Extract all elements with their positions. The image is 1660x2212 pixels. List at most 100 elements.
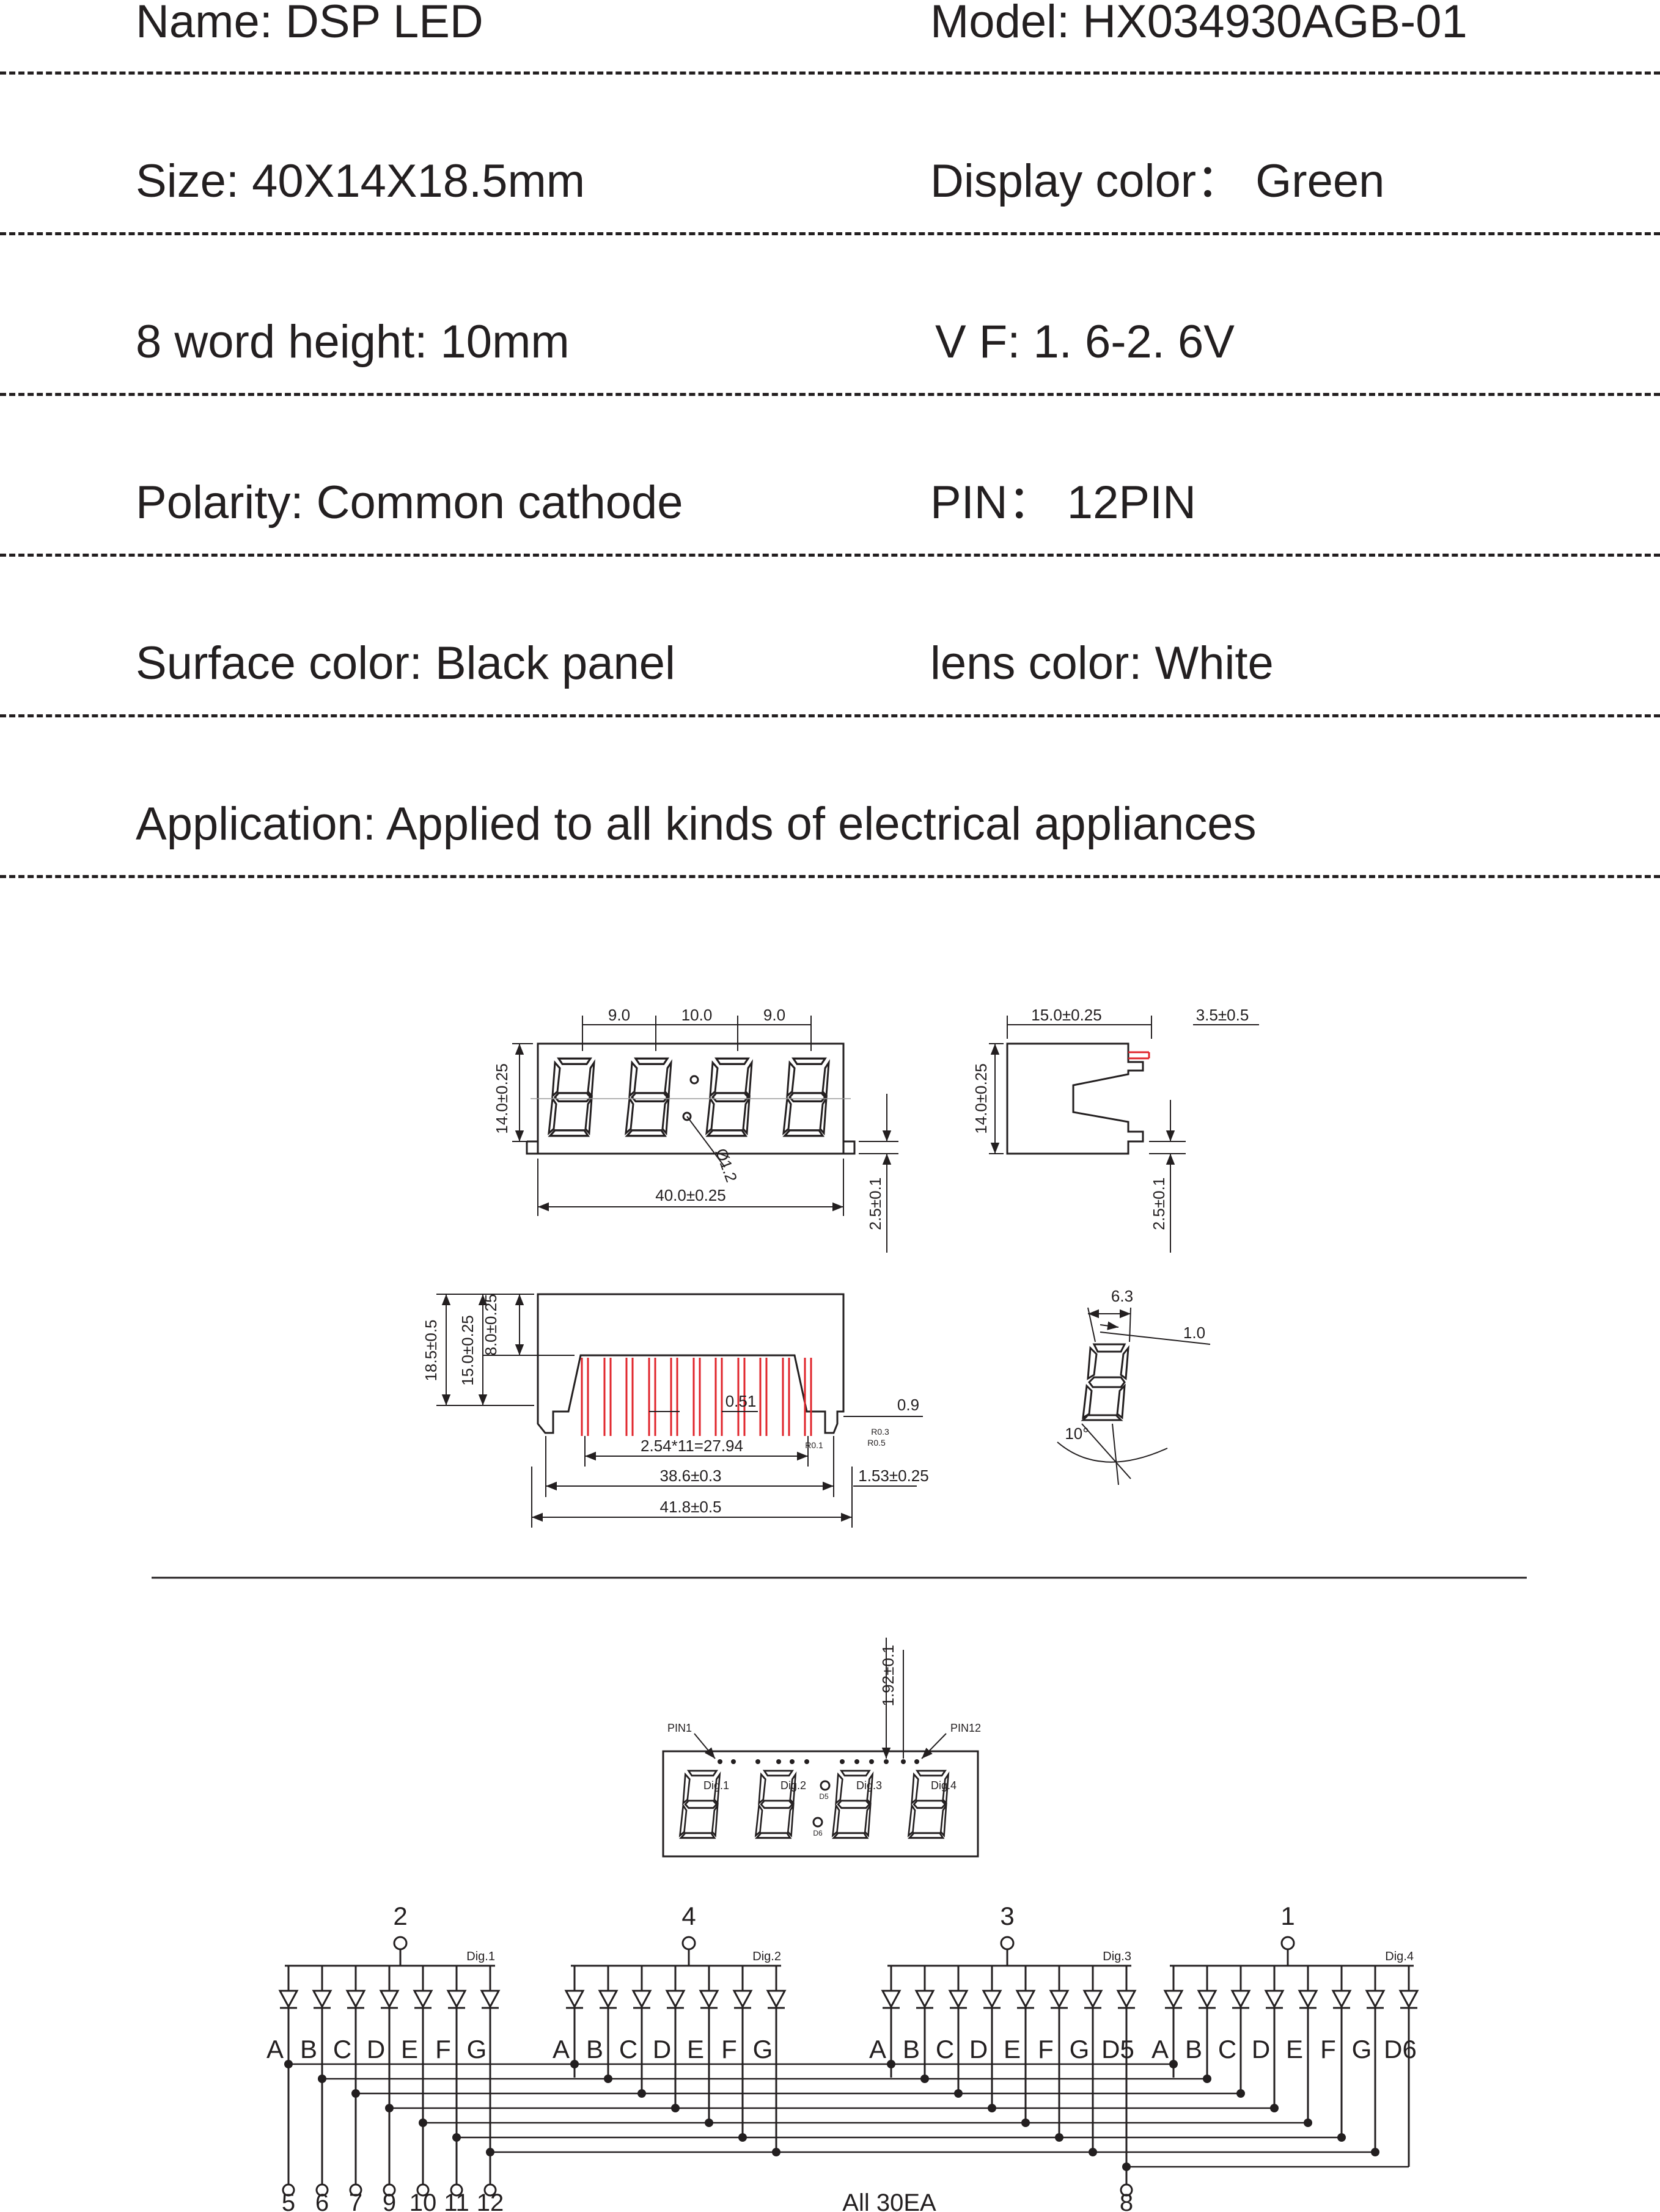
diode-symbol [1049,1990,1070,2009]
spec-surface-color: Surface color: Black panel [136,637,675,689]
pin-label: 11 [444,2189,469,2212]
junction-dot [1055,2133,1063,2142]
diode-symbol [345,1990,366,2009]
pin-label: 5 [282,2189,295,2212]
dim-pitch-1: 9.0 [608,1006,630,1024]
junction-dot [1337,2133,1346,2142]
dim-top-height: 8.0±0.25 [482,1294,500,1355]
junction-dot [637,2089,646,2098]
junction-dot [705,2119,713,2127]
common-pin-terminal [393,1936,408,1950]
diode-symbol [699,1990,719,2009]
junction-dot [1236,2089,1245,2098]
dim-seg-stroke: 1.0 [1183,1324,1205,1342]
separator [0,875,1660,878]
dim-body-height: 15.0±0.25 [458,1315,477,1385]
digit-label: Dig.3 [1103,1950,1131,1963]
common-pin-label: 2 [393,1902,407,1930]
junction-dot [954,2089,963,2098]
dim-front-standoff: 2.5±0.1 [866,1177,884,1231]
dim-r1: R0.3 [871,1427,889,1437]
dig4-label: Dig.4 [931,1779,957,1792]
junction-dot [570,2060,579,2068]
diode-symbol [1116,1990,1137,2009]
segment-label-a: A [1151,2035,1169,2064]
segment-label-b: B [1185,2035,1202,2064]
pin12-label: PIN12 [950,1722,981,1734]
pin-diagram [662,1638,979,1858]
segment-label-e: E [401,2035,418,2064]
spec-application: Application: Applied to all kinds of ele… [136,798,1257,850]
dim-dot: Ø1.2 [712,1146,741,1184]
spec-row-surface: Surface color: Black panel lens color: W… [0,640,1660,800]
d5-label: D5 [819,1792,829,1801]
dim-r3: R0.1 [805,1440,823,1450]
segment-label-a: A [553,2035,570,2064]
dim-pitch-2: 10.0 [681,1006,713,1024]
diode-symbol [1365,1990,1386,2009]
dim-side-height: 14.0±0.25 [972,1063,990,1133]
dim-side-standoff: 2.5±0.1 [1150,1177,1168,1231]
pin-terminal [349,2183,362,2197]
segment-detail [1057,1307,1211,1485]
separator [0,71,1660,75]
side-view [989,1016,1259,1253]
dim-front-width: 40.0±0.25 [655,1186,725,1204]
diode-symbol [278,1990,299,2009]
digit-label: Dig.4 [1385,1950,1414,1963]
pin-terminal [450,2183,463,2197]
circuit-diagram [278,1936,1419,2197]
dig3-label: Dig.3 [856,1779,882,1792]
diode-symbol [446,1990,467,2009]
junction-dot [988,2104,996,2112]
diode-symbol [881,1990,902,2009]
pin-label: 9 [383,2189,396,2212]
diode-symbol [914,1990,935,2009]
diode-symbol [1197,1990,1217,2009]
common-pin-terminal [1280,1936,1295,1950]
segment-label-g: G [1352,2035,1372,2064]
dim-pitch-3: 9.0 [763,1006,785,1024]
dim-foot: 1.53±0.25 [858,1467,928,1485]
front-view [512,1016,898,1253]
dim-side-lip: 3.5±0.5 [1196,1006,1249,1024]
segment-label-d: D [1252,2035,1270,2064]
diode-symbol [631,1990,652,2009]
segment-label-d: D [969,2035,988,2064]
pin-terminal [383,2183,396,2197]
diode-symbol [665,1990,686,2009]
junction-dot [604,2075,612,2083]
diode-symbol [1230,1990,1251,2009]
segment-label-b: B [586,2035,603,2064]
junction-dot [738,2133,747,2142]
diode-symbol [480,1990,501,2009]
segment-label-g: G [1070,2035,1090,2064]
spec-row-name: Name: DSP LED Model: HX034930AGB-01 [0,0,1660,159]
dim-side-depth: 15.0±0.25 [1031,1006,1101,1024]
diode-symbol [379,1990,400,2009]
diode-symbol [948,1990,969,2009]
dim-edge: 0.9 [897,1396,919,1414]
common-pin-terminal [1000,1936,1015,1950]
side-body [1006,1042,1144,1155]
segment-label-c: C [619,2035,637,2064]
diode-symbol [1298,1990,1318,2009]
spec-row-size: Size: 40X14X18.5mm Display color： Green [0,158,1660,318]
spec-vf: V F: 1. 6-2. 6V [935,316,1235,368]
spec-model: Model: HX034930AGB-01 [930,0,1467,48]
pin-terminal [1120,2183,1133,2197]
segment-label-d5: D5 [1101,2035,1134,2064]
spec-display-color: Display color： Green [930,155,1385,207]
segment-label-f: F [435,2035,451,2064]
segment-label-g: G [467,2035,487,2064]
digit-label: Dig.1 [466,1950,495,1963]
diode-symbol [1082,1990,1103,2009]
junction-dot [887,2060,895,2068]
diode-symbol [982,1990,1002,2009]
diode-symbol [564,1990,585,2009]
diode-symbol [1015,1990,1036,2009]
segment-label-b: B [300,2035,317,2064]
diode-symbol [1398,1990,1419,2009]
diode-symbol [413,1990,433,2009]
